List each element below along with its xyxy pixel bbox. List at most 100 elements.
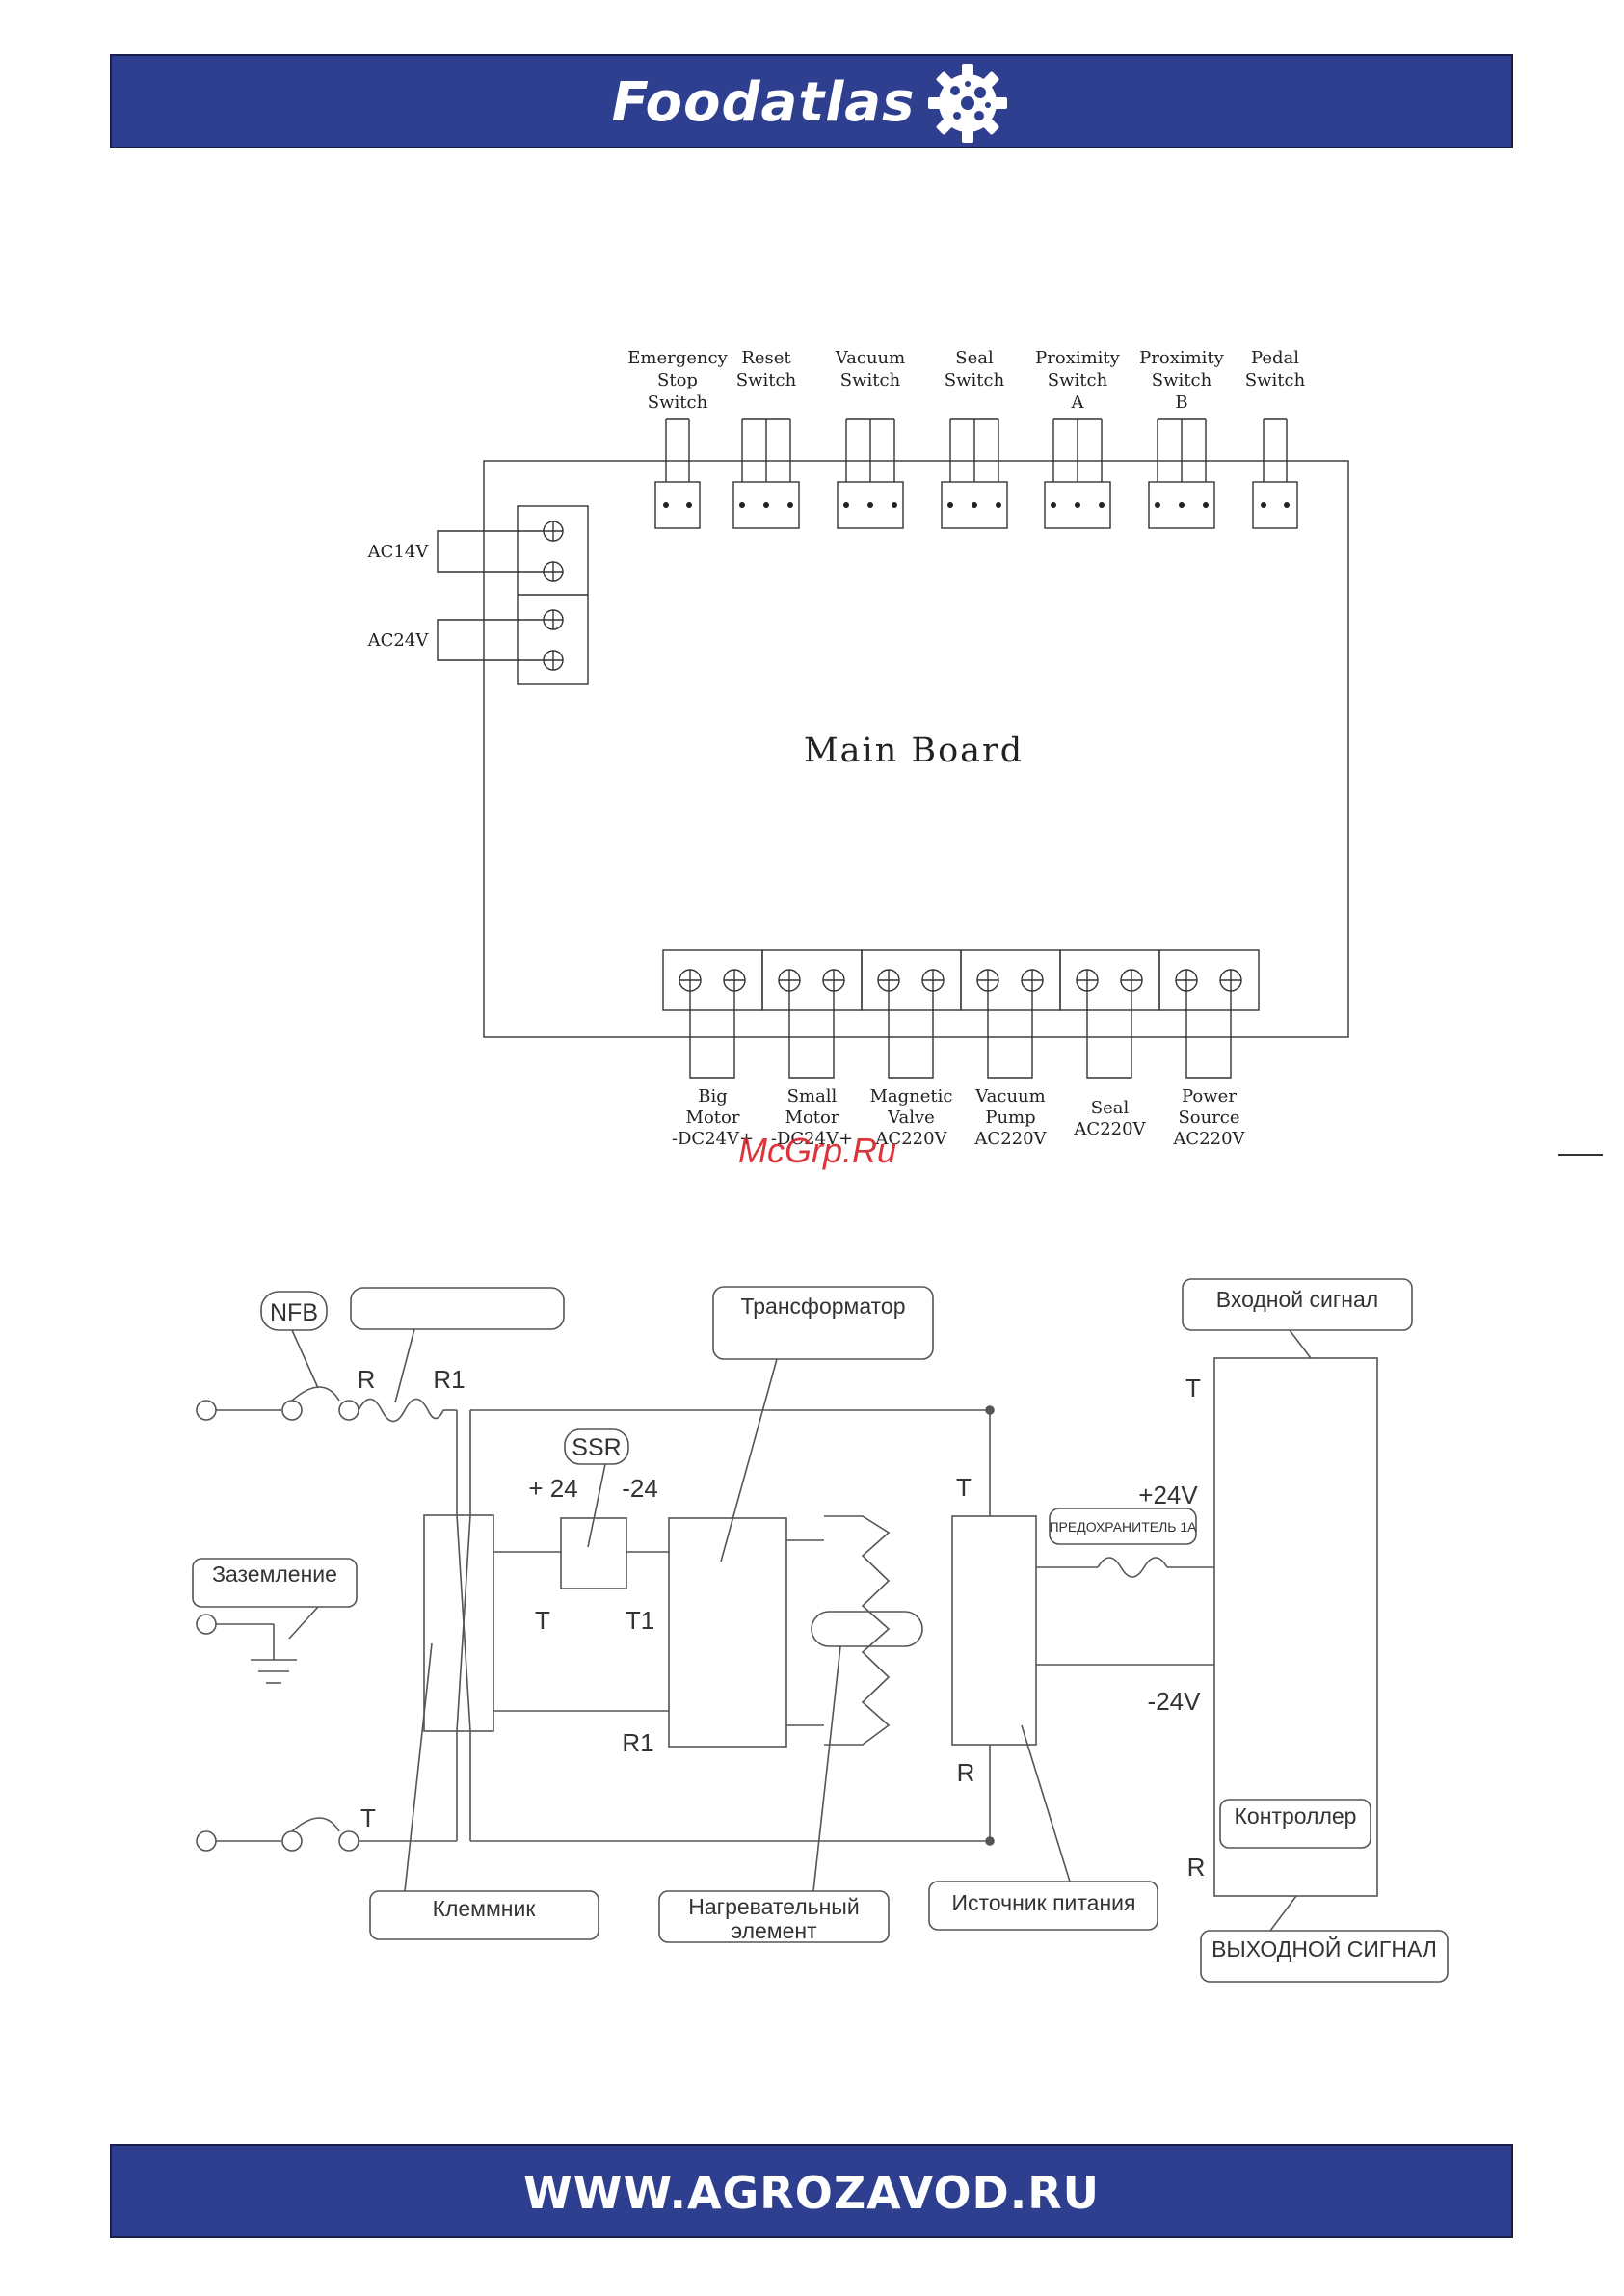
terminal-housing [1059, 949, 1160, 1011]
terminal-wire [437, 619, 544, 661]
label-r1: R1 [433, 1365, 465, 1394]
terminal-label: Motor [686, 1108, 740, 1128]
input-terminal-r [196, 1400, 217, 1421]
label-t-input: T [360, 1803, 376, 1832]
t-switch [291, 1817, 340, 1832]
connector-housing [654, 481, 701, 529]
blank-label-box [350, 1287, 565, 1330]
transformer-label: Трансформатор [740, 1294, 905, 1319]
connector-label: Proximity [1035, 348, 1121, 368]
leader-line [1289, 1329, 1312, 1359]
connector-label: Switch [1245, 370, 1306, 390]
header-banner: Foodatlas [110, 54, 1513, 148]
connector-label: Emergency [627, 348, 728, 368]
ssr-minus-label: -24 [622, 1474, 658, 1503]
main-board-diagram: Main Board EmergencyStopSwitchResetSwitc… [367, 348, 1349, 1149]
leader-line [1021, 1724, 1071, 1882]
terminal-housing [761, 949, 863, 1011]
fuse-1a [1097, 1557, 1168, 1578]
leader-line [720, 1358, 778, 1562]
footer-banner: WWW.AGROZAVOD.RU [110, 2144, 1513, 2238]
output-signal-label-box [1200, 1930, 1449, 1983]
terminal-label: Power [1182, 1086, 1237, 1107]
connector-pin [1155, 502, 1160, 508]
junction [985, 1836, 995, 1846]
connector-pin [843, 502, 849, 508]
terminal-block-label: Клеммник [433, 1896, 537, 1921]
controller-label: Контроллер [1235, 1803, 1357, 1829]
nfb-label: NFB [270, 1299, 318, 1326]
footer-url: WWW.AGROZAVOD.RU [523, 2167, 1100, 2219]
heater-label-line1: Нагревательный [688, 1894, 859, 1919]
breaker-contact [281, 1400, 303, 1421]
terminal-label: Big [698, 1086, 728, 1107]
connector-pin [663, 502, 669, 508]
leader-line [587, 1463, 606, 1548]
connector-label: B [1175, 392, 1187, 413]
connector-pin [1203, 502, 1209, 508]
heater-label-box [658, 1890, 890, 1943]
terminal-housing [1158, 949, 1260, 1011]
main-board-title: Main Board [804, 732, 1024, 770]
ssr-label: SSR [572, 1434, 621, 1461]
connector-label: Switch [1152, 370, 1212, 390]
ssr-label-box [564, 1428, 629, 1465]
terminal-label: AC220V [1073, 1119, 1146, 1139]
terminal-label: Motor [785, 1108, 839, 1128]
connector-label: Switch [648, 392, 708, 413]
connector-pin [739, 502, 745, 508]
connector-label: Pedal [1251, 348, 1299, 368]
controller-t-label: T [1185, 1374, 1201, 1402]
terminal-wire [788, 991, 835, 1079]
terminal-block-cross [456, 1514, 471, 1732]
terminal-wire [1086, 991, 1132, 1079]
brand-logo: Foodatlas [112, 56, 1511, 150]
terminal-label: Source [1178, 1108, 1239, 1128]
terminal-label: Small [787, 1086, 838, 1107]
connector-pin [972, 502, 977, 508]
terminal-housing [662, 949, 763, 1011]
heater-label-line2: элемент [731, 1918, 817, 1943]
connector-pin [787, 502, 793, 508]
ssr-plus-label: + 24 [528, 1474, 577, 1503]
connector-pin [1261, 502, 1266, 508]
leader-line [1269, 1895, 1297, 1932]
power-supply-label: Источник питания [952, 1890, 1136, 1915]
ground-label: Заземление [212, 1562, 337, 1587]
controller-r-label: R [1187, 1853, 1206, 1882]
ssr-t1-label: T1 [626, 1606, 654, 1635]
watermark: McGrp.Ru [738, 1131, 896, 1170]
terminal-label: -DC24V+ [771, 1129, 853, 1149]
breaker-contact [338, 1400, 359, 1421]
terminal-block-label-box [369, 1890, 599, 1940]
terminal-housing [960, 949, 1061, 1011]
brand-name: Foodatlas [611, 71, 916, 134]
terminal-wire [689, 991, 735, 1079]
terminal-label: Vacuum [974, 1086, 1045, 1107]
control-circuit-diagram: NFB R R1 Заземление T Клемм [192, 1278, 1449, 1983]
input-signal-label-box [1182, 1278, 1413, 1331]
connector-label: Switch [945, 370, 1005, 390]
main-board-outline [483, 460, 1349, 1038]
connector-label: Vacuum [835, 348, 905, 368]
label-r: R [358, 1365, 376, 1394]
input-terminal-t [196, 1830, 217, 1852]
page-edge-mark [1558, 1154, 1603, 1156]
minus-24v-label: -24V [1148, 1687, 1202, 1716]
ssr-t-label: T [535, 1606, 550, 1635]
connector-housing [1252, 481, 1298, 529]
connector-label: Stop [657, 370, 698, 390]
terminal-label: Valve [887, 1108, 935, 1128]
connector-pin [1179, 502, 1185, 508]
input-signal-label: Входной сигнал [1216, 1287, 1378, 1312]
